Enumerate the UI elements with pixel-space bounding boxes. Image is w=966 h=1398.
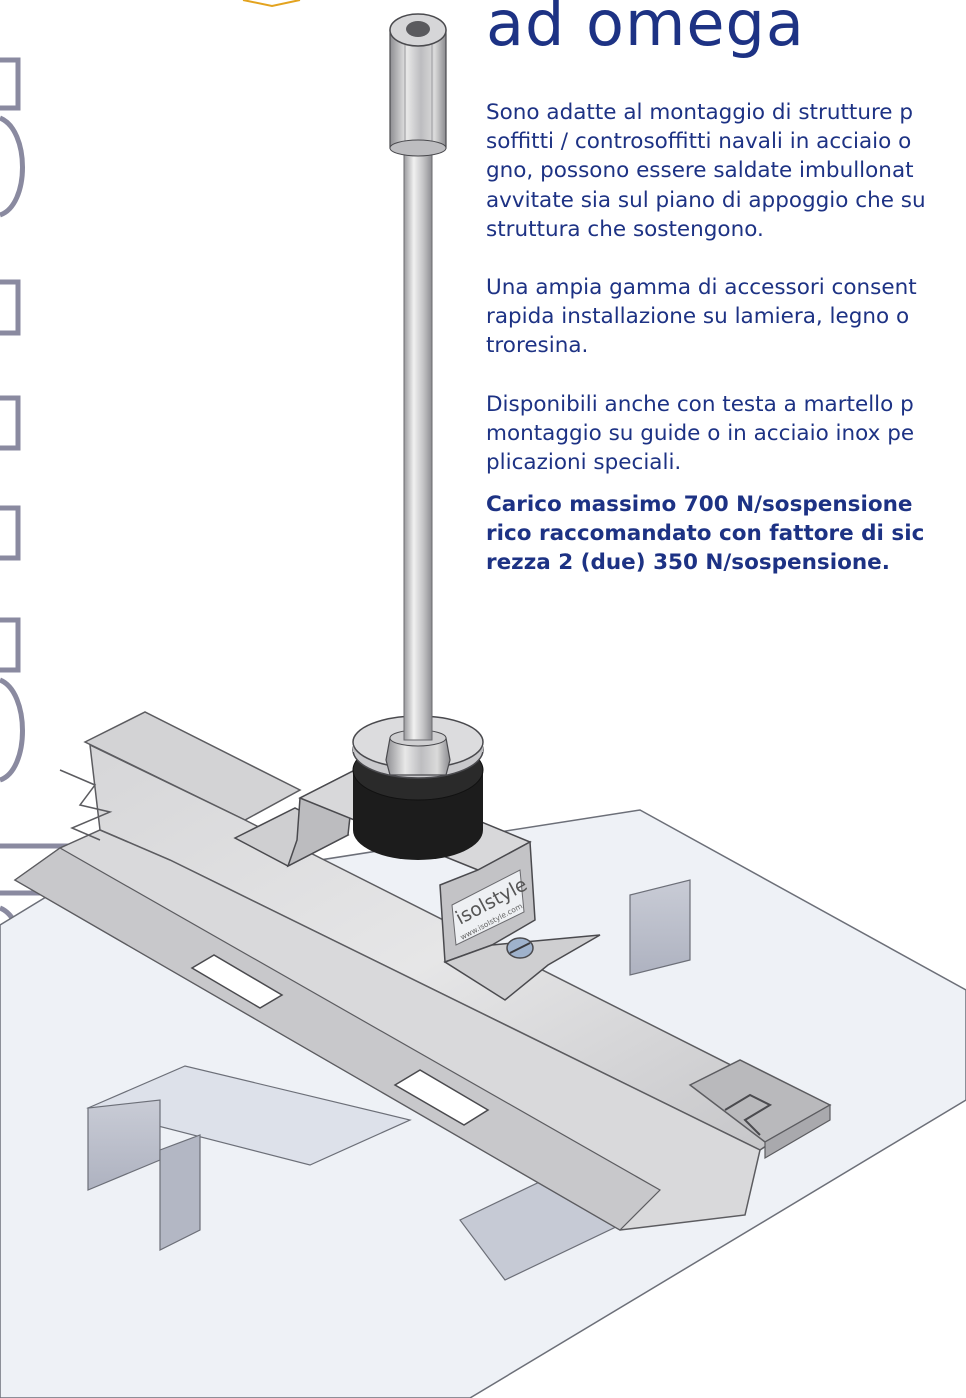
text-line: Carico massimo 700 N/sospensione <box>486 492 913 517</box>
text-line: soffitti / controsoffitti navali in acci… <box>486 129 912 155</box>
text-line: Sono adatte al montaggio di strutture p <box>486 100 914 125</box>
text-line: montaggio su guide o in acciaio inox pe <box>486 421 915 447</box>
text-line: plicazioni speciali. <box>486 450 682 476</box>
paragraph-accessories: Una ampia gamma di accessori consent rap… <box>486 273 966 361</box>
text-line: struttura che sostengono. <box>486 216 764 242</box>
text-line: gno, possono essere saldate imbullonat <box>486 158 914 184</box>
text-line: rico raccomandato con fattore di sic <box>486 521 925 547</box>
text-line: troresina. <box>486 333 589 359</box>
text-line: rezza 2 (due) 350 N/sospensione. <box>486 550 890 576</box>
threaded-rod <box>385 13 451 776</box>
text-line: avvitate sia sul piano di appoggio che s… <box>486 187 926 213</box>
paragraph-usage: Sono adatte al montaggio di strutture p … <box>486 98 966 244</box>
paragraph-variants: Disponibili anche con testa a martello p… <box>486 390 966 478</box>
text-line: Una ampia gamma di accessori consent <box>486 275 917 300</box>
page-title: ad omega <box>486 0 805 60</box>
text-line: Disponibili anche con testa a martello p <box>486 392 914 417</box>
text-line: rapida installazione su lamiera, legno o <box>486 304 910 330</box>
paragraph-load-specs: Carico massimo 700 N/sospensione rico ra… <box>486 490 966 578</box>
omega-bracket: isolstyle www.isolstyle.com <box>233 715 601 1001</box>
